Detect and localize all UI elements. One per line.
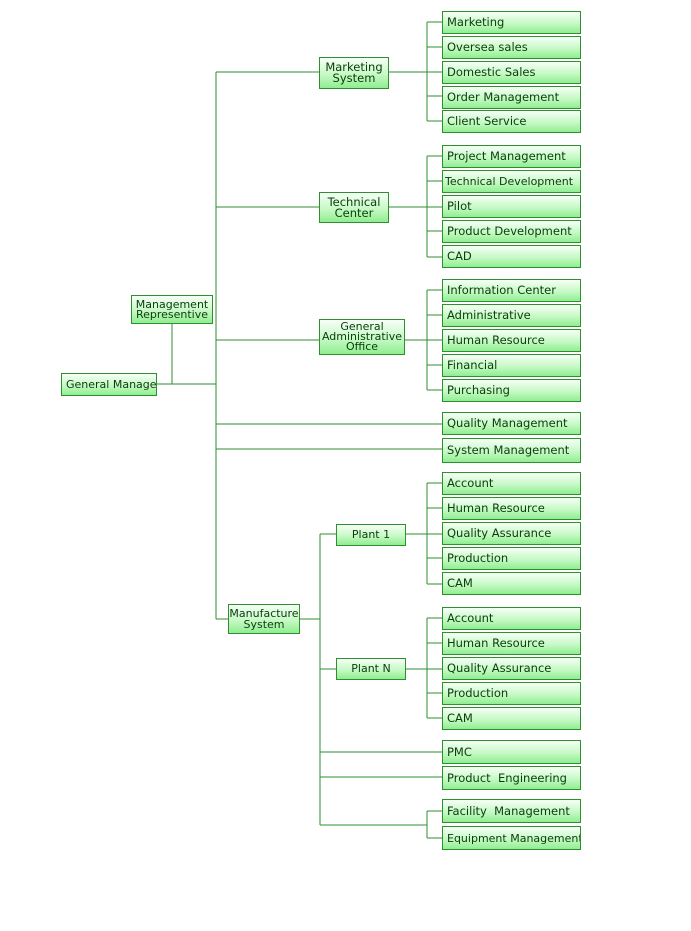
- facility-management-box: Facility Management: [442, 799, 581, 823]
- client-service-box: Client Service: [442, 110, 581, 133]
- administrative-box: Administrative: [442, 304, 581, 327]
- plant-n-human-resource-box: Human Resource: [442, 632, 581, 655]
- system-management-box: System Management: [442, 438, 581, 463]
- plant-n-cam-box: CAM: [442, 707, 581, 730]
- general-manager-box: General Manager: [61, 373, 157, 396]
- product-engineering-box: Product Engineering: [442, 766, 581, 790]
- plant-n-production-box: Production: [442, 682, 581, 705]
- purchasing-box: Purchasing: [442, 379, 581, 402]
- management-representive-box: Management Representive: [131, 295, 213, 324]
- manufacture-system-box: Manufacture System: [228, 604, 300, 634]
- plant-n-quality-assurance-box: Quality Assurance: [442, 657, 581, 680]
- plant-n-account-box: Account: [442, 607, 581, 630]
- pmc-box: PMC: [442, 740, 581, 764]
- plant-1-cam-box: CAM: [442, 572, 581, 595]
- plant-1-quality-assurance-box: Quality Assurance: [442, 522, 581, 545]
- cad-box: CAD: [442, 245, 581, 268]
- plant-1-human-resource-box: Human Resource: [442, 497, 581, 520]
- quality-management-box: Quality Management: [442, 412, 581, 435]
- marketing-box: Marketing: [442, 11, 581, 34]
- financial-box: Financial: [442, 354, 581, 377]
- domestic-sales-box: Domestic Sales: [442, 61, 581, 84]
- plant-1-box: Plant 1: [336, 524, 406, 546]
- technical-development-box: Technical Development: [442, 170, 581, 193]
- product-development-box: Product Development: [442, 220, 581, 243]
- plant-n-box: Plant N: [336, 658, 406, 680]
- order-management-box: Order Management: [442, 86, 581, 109]
- general-administrative-office-box: General Administrative Office: [319, 319, 405, 355]
- technical-center-box: Technical Center: [319, 192, 389, 223]
- oversea-sales-box: Oversea sales: [442, 36, 581, 59]
- marketing-system-box: Marketing System: [319, 57, 389, 89]
- project-management-box: Project Management: [442, 145, 581, 168]
- plant-1-account-box: Account: [442, 472, 581, 495]
- pilot-box: Pilot: [442, 195, 581, 218]
- plant-1-production-box: Production: [442, 547, 581, 570]
- information-center-box: Information Center: [442, 279, 581, 302]
- human-resource-box: Human Resource: [442, 329, 581, 352]
- equipment-management-box: Equipment Management: [442, 826, 581, 850]
